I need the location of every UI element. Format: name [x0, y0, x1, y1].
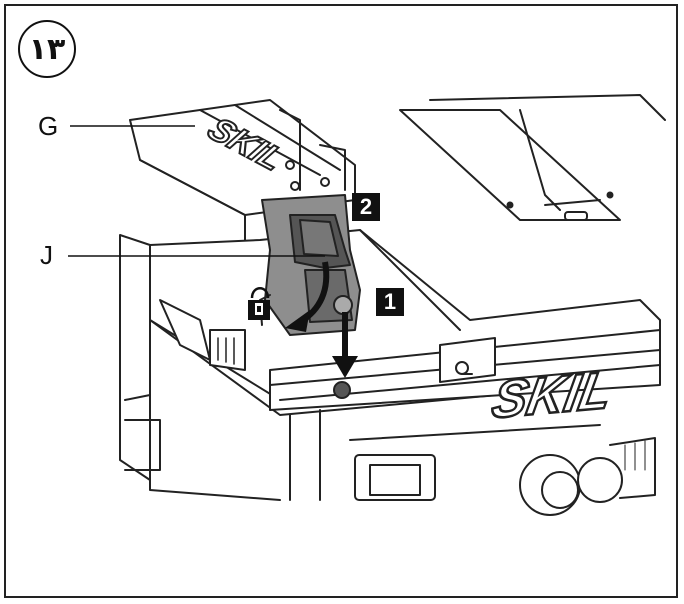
figure-number-badge: ۱۳: [18, 20, 76, 78]
unlock-icon: [248, 287, 270, 320]
callout-g-label: G: [38, 111, 59, 141]
callout-j-label: J: [40, 240, 53, 270]
step-2-marker: 2: [352, 193, 380, 221]
step-1-marker: 1: [376, 288, 404, 316]
